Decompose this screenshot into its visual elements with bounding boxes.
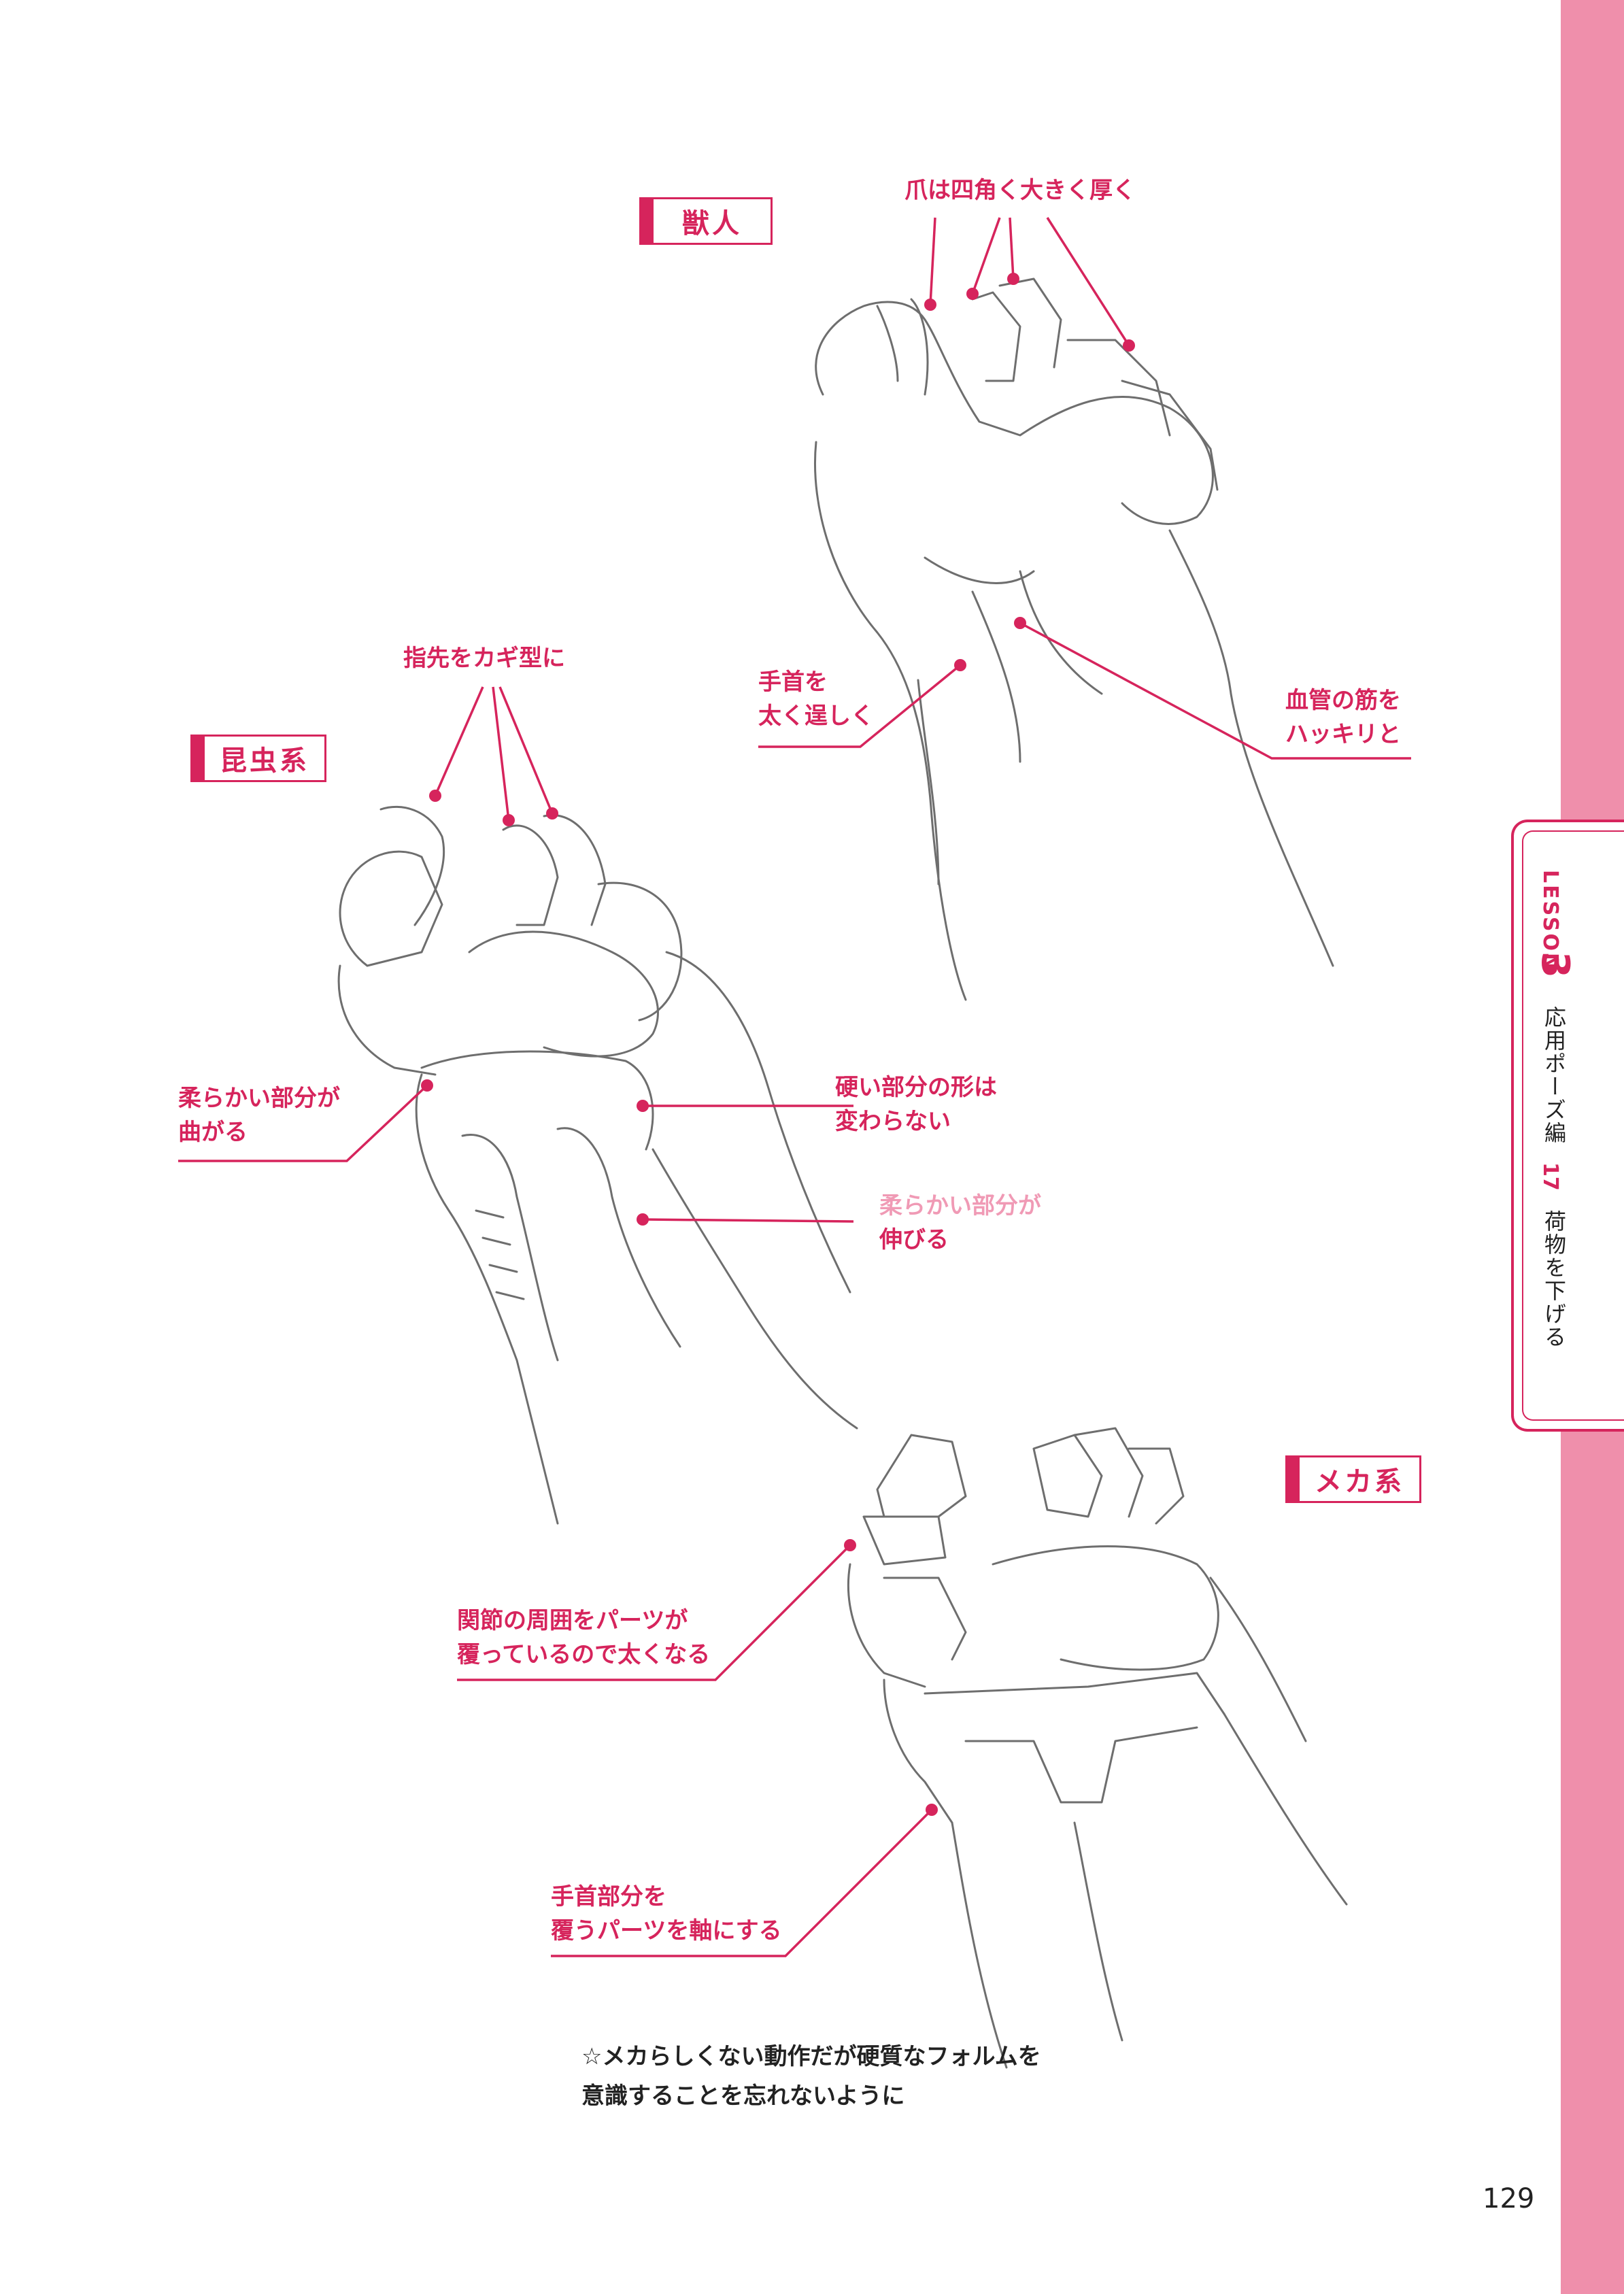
insect-hand-sketch [337, 805, 858, 1525]
beast-hand-sketch [813, 277, 1334, 1001]
annotation-beast-wrist: 手首を 太く逞しく [758, 669, 874, 730]
lesson-tab: LESSON 3 応用ポーズ編 17 荷物を下げる [1511, 820, 1624, 1432]
annotation-insect-hard: 硬い部分の形は 変わらない [835, 1074, 997, 1135]
chapter-title: 応用ポーズ編 [1541, 1006, 1567, 1145]
annotation-mecha-wrist: 手首部分を 覆うパーツを軸にする [551, 1883, 782, 1944]
item-title: 荷物を下げる [1541, 1210, 1567, 1349]
item-number: 17 [1538, 1162, 1562, 1191]
annotation-insect-soft-bend: 柔らかい部分が 曲がる [178, 1085, 340, 1146]
leader-lines [178, 217, 1411, 1957]
annotation-insect-fingertips: 指先をカギ型に [403, 645, 565, 672]
annotation-beast-claws: 爪は四角く大きく厚く [904, 177, 1136, 204]
section-tag-mecha: メカ系 [1285, 1455, 1421, 1503]
leader-dots [421, 273, 1135, 1816]
page-number: 129 [1483, 2183, 1535, 2214]
mecha-hand-sketch [847, 1427, 1348, 2069]
annotation-mecha-joint: 関節の周囲をパーツが 覆っているので太くなる [457, 1607, 711, 1668]
lesson-number: 3 [1533, 951, 1577, 978]
section-tag-insect: 昆虫系 [190, 735, 326, 782]
lesson-word: LESSON [1538, 870, 1562, 973]
annotation-beast-veins: 血管の筋を ハッキリと [1285, 687, 1401, 748]
footnote: ☆メカらしくない動作だが硬質なフォルムを 意識することを忘れないように [581, 2043, 1041, 2110]
section-tag-beast: 獣人 [639, 197, 773, 245]
annotation-insect-soft-stretch: 柔らかい部分が 伸びる [879, 1192, 1041, 1253]
lesson-tab-border [1522, 830, 1624, 1421]
